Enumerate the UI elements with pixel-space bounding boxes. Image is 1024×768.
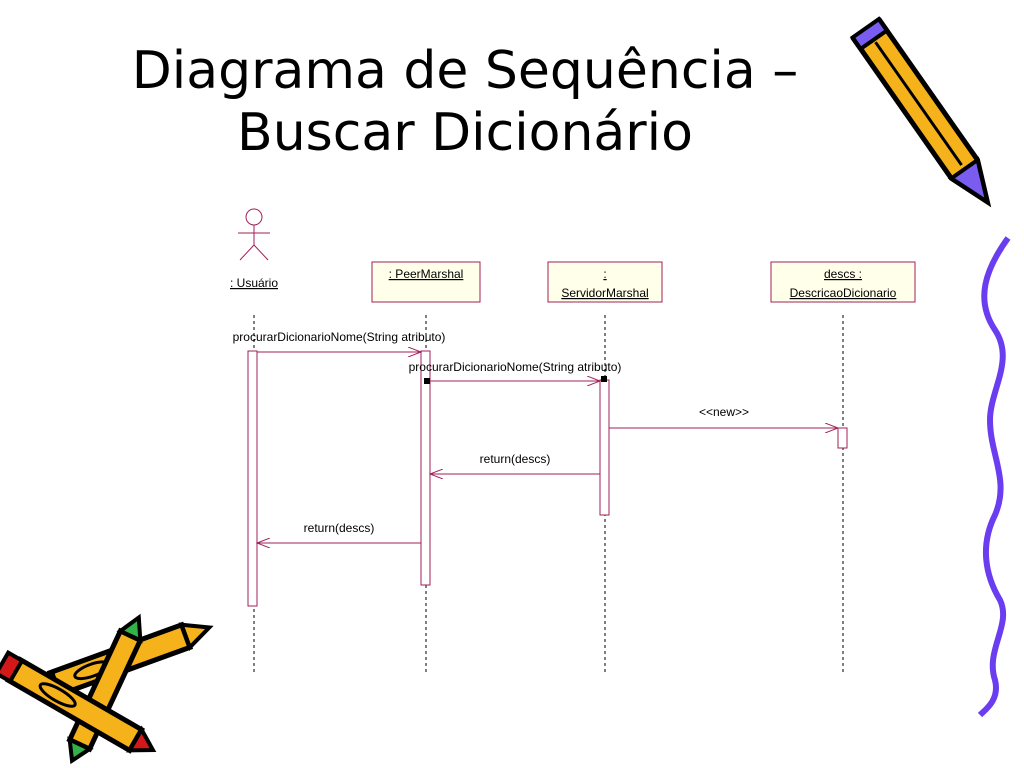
object-descs-label-2: DescricaoDicionario [790,286,897,300]
activation-peermarshal [420,350,431,586]
pencils-icon [0,613,214,765]
message-3: <<new>> [609,405,838,428]
object-descricaodicionario: descs : DescricaoDicionario [770,261,916,303]
slide-title-line-2: Buscar Dicionário [237,103,693,163]
actor-stick-figure-icon [238,208,270,261]
object-peermarshal: : PeerMarshal [371,261,481,303]
message-1-label: procurarDicionarioNome(String atributo) [233,330,446,344]
message-5: return(descs) [257,521,421,543]
slide-title-line-1: Diagrama de Sequência – [131,41,799,101]
message-5-label: return(descs) [304,521,375,535]
slide-title: Diagrama de Sequência – Buscar Dicionári… [0,40,930,164]
message-4: return(descs) [430,452,600,474]
object-peermarshal-label: : PeerMarshal [389,267,464,281]
activation-servidormarshal [599,379,610,516]
object-servidormarshal-label-2: ServidorMarshal [561,286,648,300]
activation-usuario [247,350,258,607]
message-2-label: procurarDicionarioNome(String atributo) [409,360,622,374]
message-4-label: return(descs) [480,452,551,466]
pencil-icon [849,16,992,208]
object-servidormarshal-label-1: : [603,267,606,281]
object-descs-label-1: descs : [824,267,862,281]
message-1: procurarDicionarioNome(String atributo) [233,330,446,352]
message-3-label: <<new>> [699,405,749,419]
activation-descs [837,427,848,449]
actor-label: : Usuário [230,276,278,290]
object-servidormarshal: : ServidorMarshal [547,261,663,303]
message-2: procurarDicionarioNome(String atributo) [409,360,622,384]
wavy-line [977,236,1011,718]
actor-usuario: : Usuário [230,208,278,290]
